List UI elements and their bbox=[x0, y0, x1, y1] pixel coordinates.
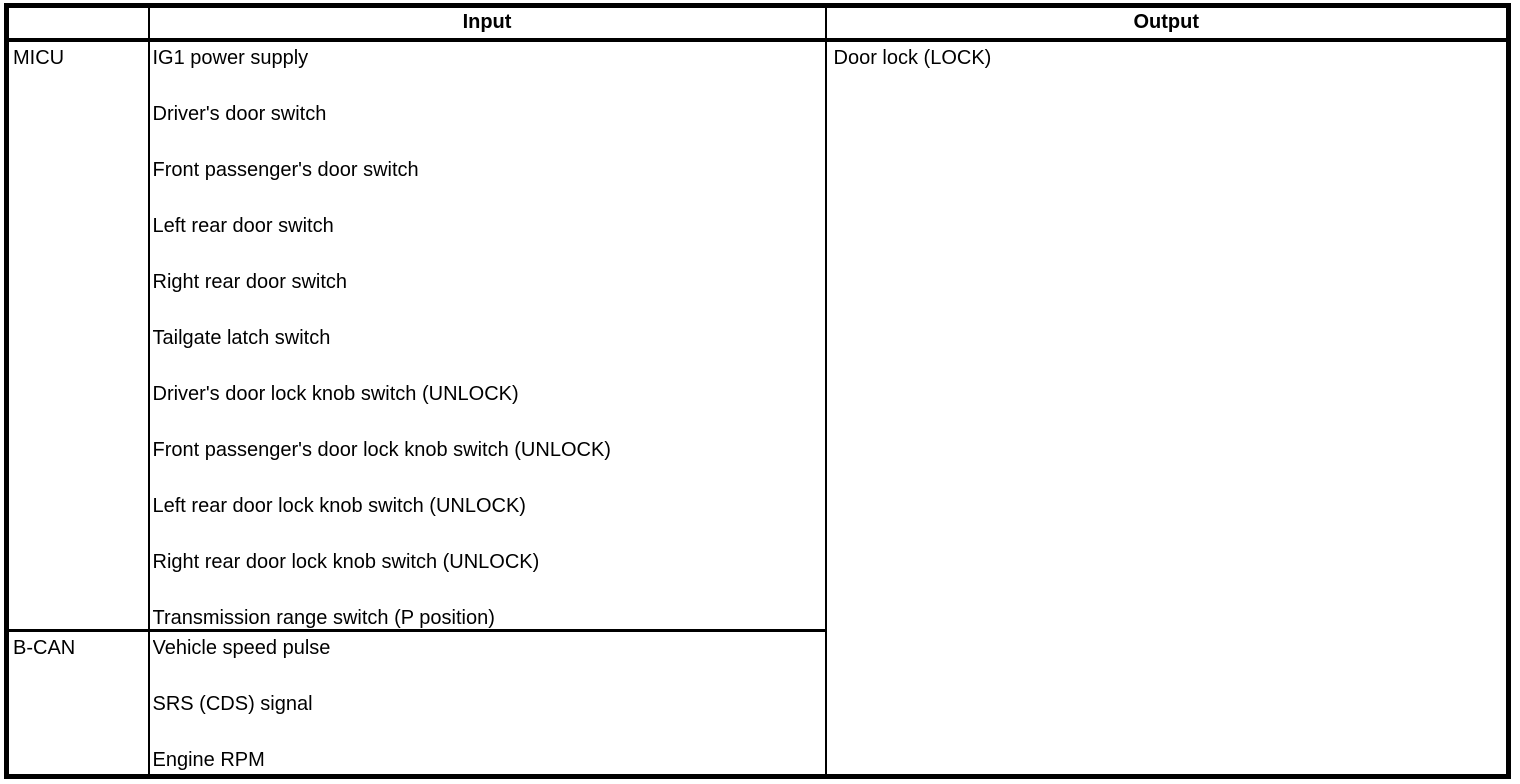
input-item: Left rear door switch bbox=[152, 214, 334, 237]
row-label-bcan: B-CAN bbox=[6, 630, 150, 777]
output-item: Door lock (LOCK) bbox=[833, 46, 992, 69]
output-cell: Door lock (LOCK) bbox=[826, 40, 1509, 777]
table-header-row: Input Output bbox=[6, 5, 1509, 42]
input-item: Vehicle speed pulse bbox=[152, 636, 331, 659]
header-corner-cell bbox=[6, 5, 150, 42]
row-label-micu: MICU bbox=[6, 39, 150, 632]
input-item: Right rear door switch bbox=[152, 270, 348, 293]
table-row-bcan: B-CAN Vehicle speed pulse SRS (CDS) sign… bbox=[6, 630, 1509, 777]
input-item: Right rear door lock knob switch (UNLOCK… bbox=[152, 550, 540, 573]
input-item: Driver's door switch bbox=[152, 102, 327, 125]
input-item: Engine RPM bbox=[152, 748, 265, 771]
header-input: Input bbox=[148, 5, 827, 42]
table-row-micu: MICU IG1 power supply Driver's door swit… bbox=[6, 39, 1509, 632]
input-item: Front passenger's door lock knob switch … bbox=[152, 438, 611, 461]
input-item: Transmission range switch (P position) bbox=[152, 606, 495, 629]
header-output: Output bbox=[825, 5, 1509, 42]
input-item: Front passenger's door switch bbox=[152, 158, 419, 181]
bcan-inputs-cell: Vehicle speed pulse SRS (CDS) signal Eng… bbox=[148, 630, 827, 777]
input-item: SRS (CDS) signal bbox=[152, 692, 313, 715]
micu-inputs-cell: IG1 power supply Driver's door switch Fr… bbox=[148, 39, 827, 632]
input-item: Driver's door lock knob switch (UNLOCK) bbox=[152, 382, 519, 405]
input-item: Left rear door lock knob switch (UNLOCK) bbox=[152, 494, 526, 517]
input-item: IG1 power supply bbox=[152, 46, 309, 69]
io-table: Input Output MICU IG1 power supply Drive… bbox=[4, 3, 1511, 779]
input-item: Tailgate latch switch bbox=[152, 326, 331, 349]
